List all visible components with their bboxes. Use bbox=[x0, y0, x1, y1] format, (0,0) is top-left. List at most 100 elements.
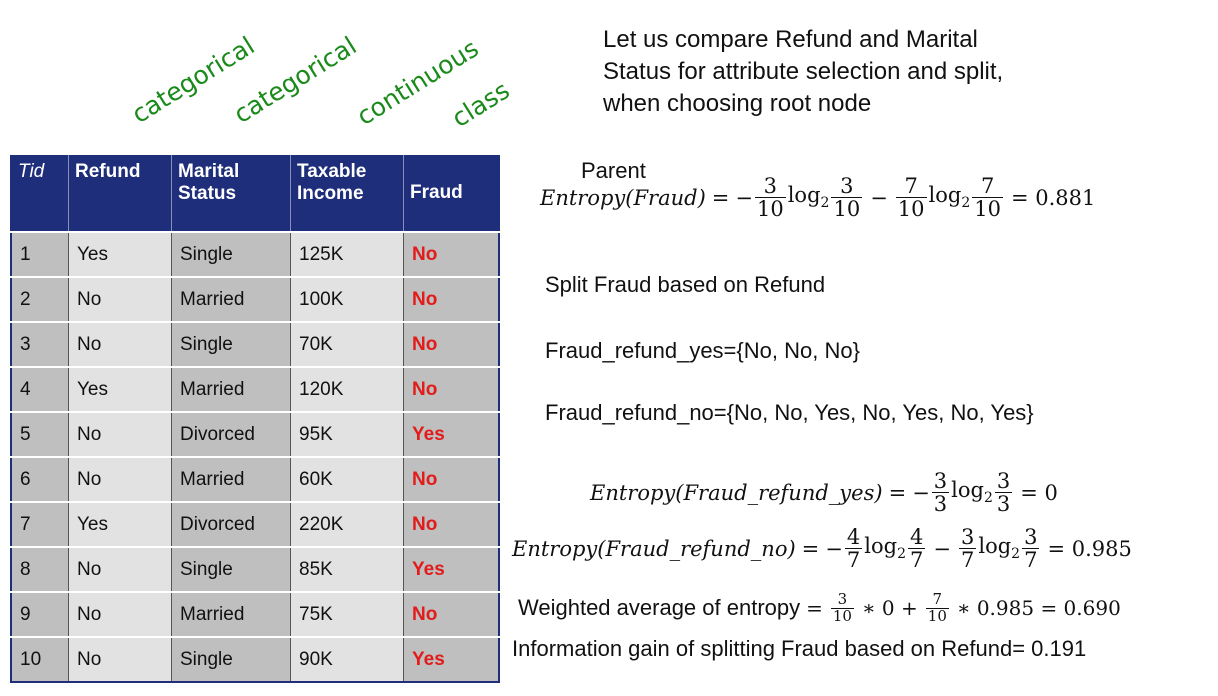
denominator: 7 bbox=[958, 548, 977, 573]
fraud-cell: No bbox=[403, 276, 499, 322]
taxable-income-cell: 75K bbox=[290, 591, 404, 637]
weighted-average-label: Weighted average of entropy bbox=[518, 595, 801, 621]
fraud-refund-yes-set: Fraud_refund_yes={No, No, No} bbox=[545, 338, 860, 363]
header-income-line2: Income bbox=[297, 183, 364, 204]
tid-cell: 2 bbox=[11, 276, 69, 322]
fraud-cell: Yes bbox=[403, 411, 499, 457]
tid-cell: 6 bbox=[11, 456, 69, 502]
log-term: log2 bbox=[951, 478, 993, 506]
log-text: log bbox=[978, 534, 1012, 559]
denominator: 10 bbox=[754, 197, 786, 222]
refund-cell: No bbox=[68, 591, 172, 637]
denominator: 10 bbox=[830, 606, 854, 625]
eq-sign: = bbox=[801, 536, 820, 561]
numerator: 3 bbox=[840, 174, 854, 198]
header-refund: Refund bbox=[68, 155, 172, 232]
log-term: log2 bbox=[864, 534, 906, 562]
log-text: log bbox=[864, 534, 898, 559]
taxable-income-cell: 220K bbox=[290, 501, 404, 547]
parent-entropy-lhs: Entropy(Fraud) bbox=[540, 185, 706, 210]
fraud-cell: No bbox=[403, 456, 499, 502]
marital-status-cell: Married bbox=[171, 276, 291, 322]
marital-status-cell: Single bbox=[171, 546, 291, 592]
numerator: 3 bbox=[837, 590, 848, 608]
denominator: 3 bbox=[931, 492, 950, 517]
training-data-table: Tid Refund Marital Status Taxable Income… bbox=[10, 155, 500, 683]
fraud-cell: Yes bbox=[403, 546, 499, 592]
refund-yes-entropy-lhs: Entropy(Fraud_refund_yes) bbox=[590, 480, 883, 505]
tid-cell: 5 bbox=[11, 411, 69, 457]
fraud-cell: No bbox=[403, 321, 499, 367]
parent-entropy-result: = 0.881 bbox=[1011, 185, 1096, 210]
numerator: 4 bbox=[910, 525, 924, 549]
fraud-cell: No bbox=[403, 366, 499, 412]
tid-cell: 10 bbox=[11, 636, 69, 682]
denominator: 7 bbox=[844, 548, 863, 573]
header-marital-status: Marital Status bbox=[171, 155, 291, 232]
marital-status-cell: Divorced bbox=[171, 411, 291, 457]
numerator: 7 bbox=[904, 174, 918, 198]
refund-no-entropy-lhs: Entropy(Fraud_refund_no) bbox=[512, 536, 796, 561]
minus-sign: − bbox=[870, 185, 888, 210]
numerator: 3 bbox=[1024, 525, 1038, 549]
denominator: 10 bbox=[925, 606, 949, 625]
taxable-income-cell: 100K bbox=[290, 276, 404, 322]
numerator: 7 bbox=[980, 174, 995, 198]
header-tid: Tid bbox=[11, 155, 69, 232]
denominator: 10 bbox=[831, 197, 863, 222]
minus-sign: − bbox=[735, 185, 753, 210]
intro-text: Let us compare Refund and Marital Status… bbox=[603, 24, 1163, 120]
intro-line-1: Let us compare Refund and Marital bbox=[603, 26, 978, 53]
refund-no-entropy-result: = 0.985 bbox=[1047, 536, 1132, 561]
header-taxable-income: Taxable Income bbox=[290, 155, 404, 232]
eq-sign: = bbox=[888, 480, 907, 505]
taxable-income-cell: 85K bbox=[290, 546, 404, 592]
intro-line-2: Status for attribute selection and split… bbox=[603, 58, 1004, 85]
numerator: 3 bbox=[933, 469, 948, 493]
log-term: log2 bbox=[978, 534, 1020, 562]
information-gain-line: Information gain of splitting Fraud base… bbox=[512, 636, 1087, 661]
tid-cell: 4 bbox=[11, 366, 69, 412]
marital-status-cell: Married bbox=[171, 366, 291, 412]
fraud-cell: No bbox=[403, 231, 499, 277]
denominator: 10 bbox=[895, 197, 927, 222]
denominator: 10 bbox=[972, 197, 1003, 222]
log-base: 2 bbox=[983, 490, 993, 507]
minus-sign: − bbox=[933, 536, 951, 561]
fraud-cell: Yes bbox=[403, 636, 499, 682]
refund-cell: Yes bbox=[68, 501, 172, 547]
numerator: 3 bbox=[763, 174, 778, 198]
weighted-term-1: ∗ 0 + bbox=[861, 596, 918, 621]
log-base: 2 bbox=[820, 195, 830, 212]
taxable-income-cell: 95K bbox=[290, 411, 404, 457]
marital-status-cell: Married bbox=[171, 456, 291, 502]
split-label: Split Fraud based on Refund bbox=[545, 272, 826, 297]
numerator: 3 bbox=[996, 469, 1011, 493]
numerator: 7 bbox=[932, 590, 943, 608]
marital-status-cell: Married bbox=[171, 591, 291, 637]
refund-cell: No bbox=[68, 546, 172, 592]
numerator: 3 bbox=[960, 525, 975, 549]
header-marital-line2: Status bbox=[178, 183, 237, 204]
taxable-income-cell: 90K bbox=[290, 636, 404, 682]
numerator: 4 bbox=[846, 525, 861, 549]
denominator: 7 bbox=[1022, 548, 1040, 573]
minus-sign: − bbox=[825, 536, 843, 561]
tid-cell: 1 bbox=[11, 231, 69, 277]
